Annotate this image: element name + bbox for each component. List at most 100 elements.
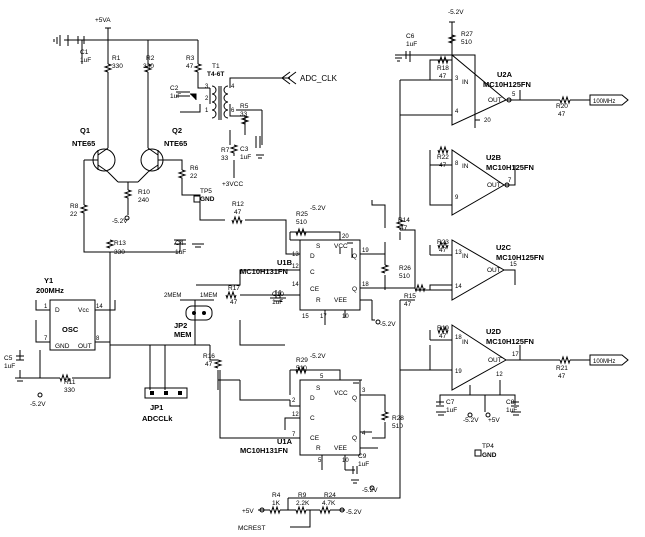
r3-symbol [193,63,203,73]
supply-m52-bias: -5.2V [346,509,362,516]
u1b-pin-c: C [310,269,315,276]
r11-symbol [59,373,71,383]
svg-text:17: 17 [320,314,327,320]
out1-arrow [589,94,629,106]
c8-symbol [511,401,519,407]
svg-text:10: 10 [342,314,349,320]
c6-ref: C6 [406,33,415,40]
svg-text:20: 20 [484,118,491,124]
c2-symbol [176,91,190,97]
t1-val: T4-6T [207,71,224,78]
svg-text:13: 13 [455,250,462,256]
resistors [59,34,571,515]
r14-ref: R14 [398,217,410,224]
svg-text:7: 7 [508,178,512,184]
r16-ref: R16 [203,353,215,360]
osc-pin-vcc: Vcc [78,307,90,314]
svg-text:18: 18 [362,282,369,288]
r21-symbol [559,355,571,365]
tp5-net: GND [200,196,215,203]
svg-text:3: 3 [362,388,366,394]
r5-ref: R5 [240,103,249,110]
r11-val: 330 [64,387,75,394]
q2-symbol [147,147,159,173]
u1b-part: MC10H131FN [240,267,288,276]
signal-out1: 100MHz [593,99,615,105]
r24-ref: R24 [324,492,336,499]
q1-symbol [97,147,109,173]
r19-val: 47 [439,333,447,340]
osc-freq: 200MHz [36,286,64,295]
supply-m52-u1b-top: -5.2V [310,205,326,212]
r20-val: 47 [558,111,566,118]
svg-text:20: 20 [342,234,349,240]
c8-val: 1uF [506,407,517,414]
c2-ref: C2 [170,85,179,92]
c9-ref: C9 [358,453,367,460]
u2d-body [451,324,507,391]
r26-val: 510 [399,273,410,280]
osc-pin-out: OUT [78,343,92,350]
r17-symbol [225,290,237,300]
u1a-ref: U1A [277,437,293,446]
r1-val: 330 [112,63,123,70]
jp2-header [185,305,213,321]
c4-symbol [174,239,186,245]
u2d-in: IN [462,339,469,346]
r12-val: 47 [234,209,242,216]
u1b-pin-q: Q [352,253,357,260]
supply-p5v-u2d: +5V [488,417,500,424]
q2-val: NTE65 [164,139,187,148]
r27-symbol [447,34,457,45]
svg-text:14: 14 [455,284,462,290]
svg-text:6: 6 [231,108,235,114]
r23-symbol [437,240,449,250]
u1b-pin-s: S [316,243,321,250]
supply-p5v-bias: +5V [242,508,254,515]
svg-text:8: 8 [455,161,459,167]
r3-val: 47 [186,63,194,70]
supply-p3vcc: +3VCC [222,181,243,188]
svg-text:15: 15 [302,314,309,320]
r26-ref: R26 [399,265,411,272]
c10-symbol [275,290,281,298]
svg-text:4: 4 [455,109,459,115]
c3-symbol [255,136,261,148]
r27-ref: R27 [461,31,473,38]
c10-ref: C10 [272,291,284,298]
u2d-ref: U2D [486,327,502,336]
r14-val: 47 [400,225,408,232]
r4-ref: R4 [272,492,281,499]
r13-ref: R13 [114,240,126,247]
r9-symbol [295,505,307,515]
u1b-pin-vcc: VCC [334,243,348,250]
u2c-part: MC10H125FN [496,253,544,262]
svg-text:7: 7 [44,336,48,342]
svg-text:17: 17 [512,352,519,358]
svg-text:19: 19 [455,369,462,375]
r12-symbol [231,215,243,225]
svg-text:4: 4 [231,84,235,90]
r7-val: 33 [221,155,229,162]
c1-val: 1uF [80,57,91,64]
u1a-pin-vee: VEE [334,445,348,452]
q2-ref: Q2 [172,126,182,135]
c7-symbol [436,401,444,407]
r15-symbol [414,283,426,293]
c4-val: 1uF [175,249,186,256]
r2-symbol [143,63,153,73]
r10-ref: R10 [138,189,150,196]
testpoints [193,195,482,457]
r7-ref: R7 [221,147,230,154]
r4-symbol [269,505,281,515]
svg-text:14: 14 [96,304,103,310]
out2-arrow [589,354,629,366]
jumpers [144,299,214,399]
transistors [92,147,164,173]
r23-val: 47 [439,247,447,254]
r28-ref: R28 [392,415,404,422]
u1b-pin-d: D [310,253,315,260]
r18-ref: R18 [437,65,449,72]
r8-symbol [79,204,89,215]
svg-text:10: 10 [342,458,349,464]
